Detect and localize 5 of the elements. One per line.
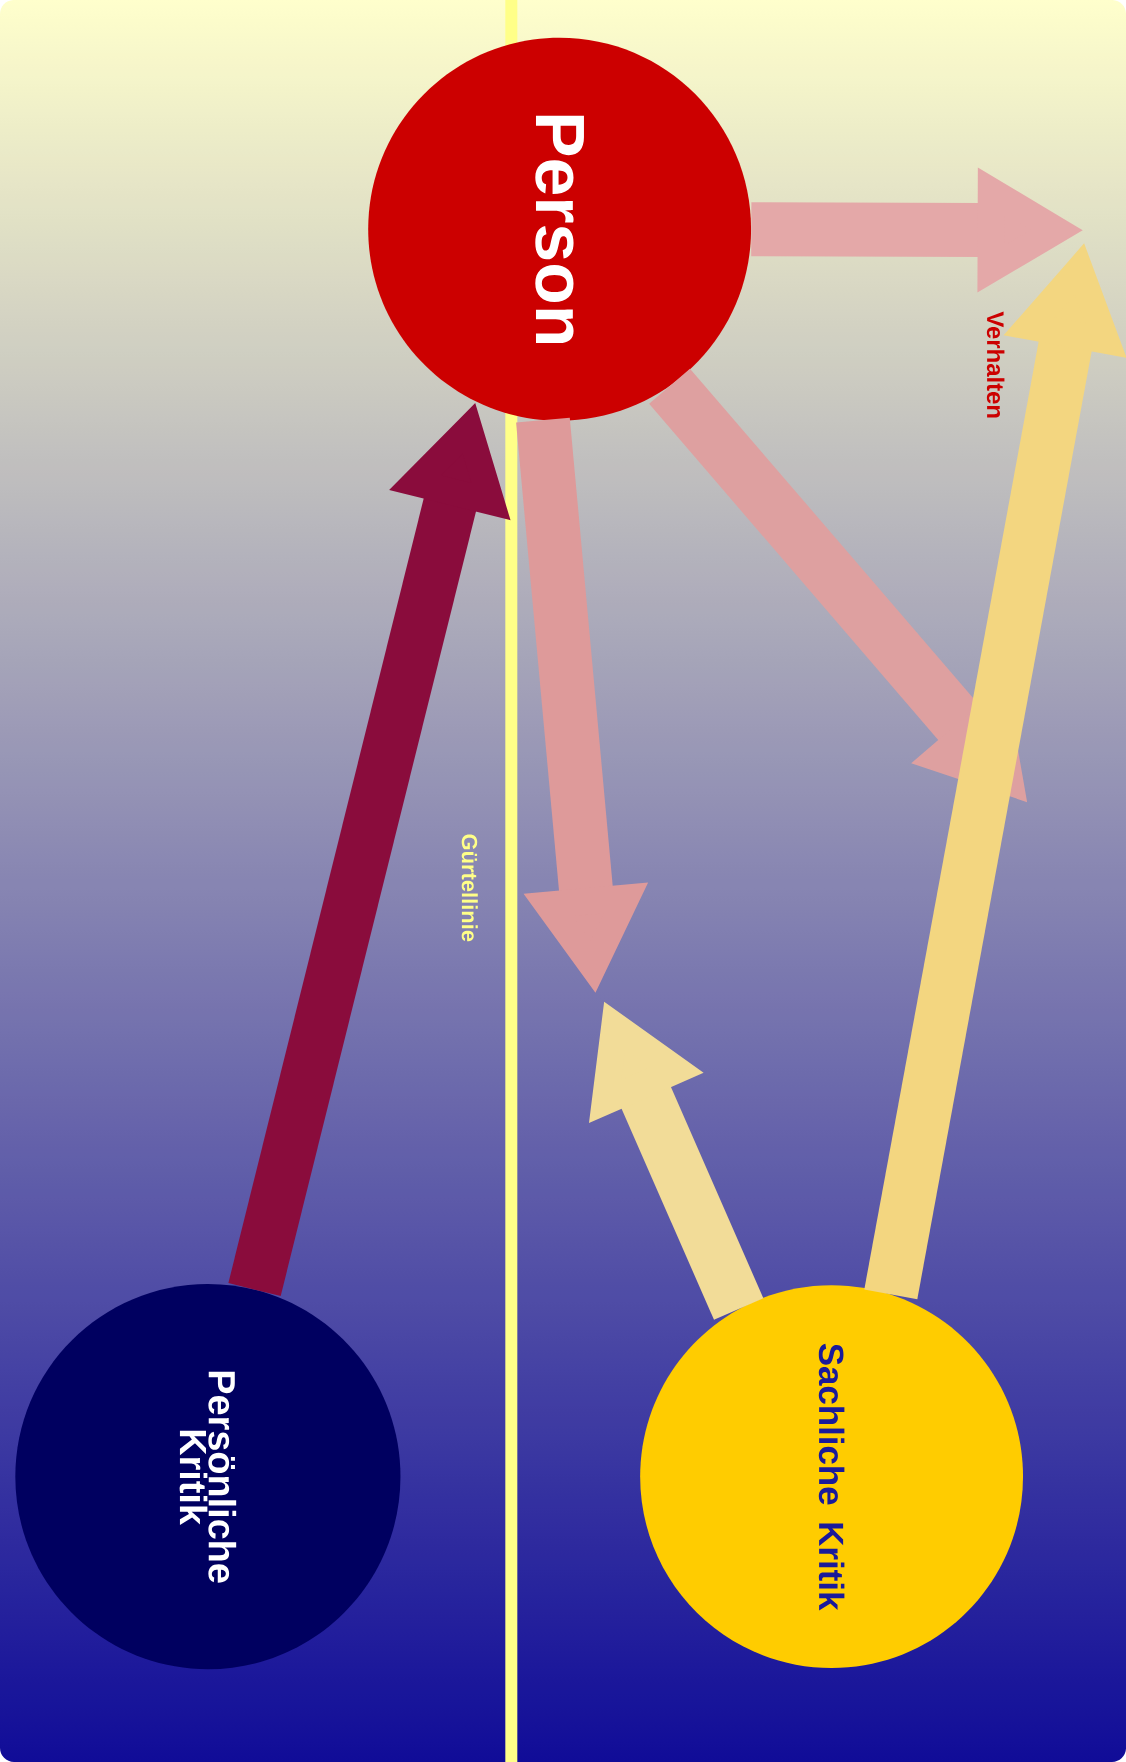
circle-node: Persönliche Kritik [15, 1284, 401, 1670]
node-label: Verhalten [986, 311, 1005, 418]
circle-node: Sachliche Kritik [640, 1285, 1023, 1669]
circle-node: Person [368, 37, 752, 421]
line-label: Gürtellinie [461, 834, 478, 942]
